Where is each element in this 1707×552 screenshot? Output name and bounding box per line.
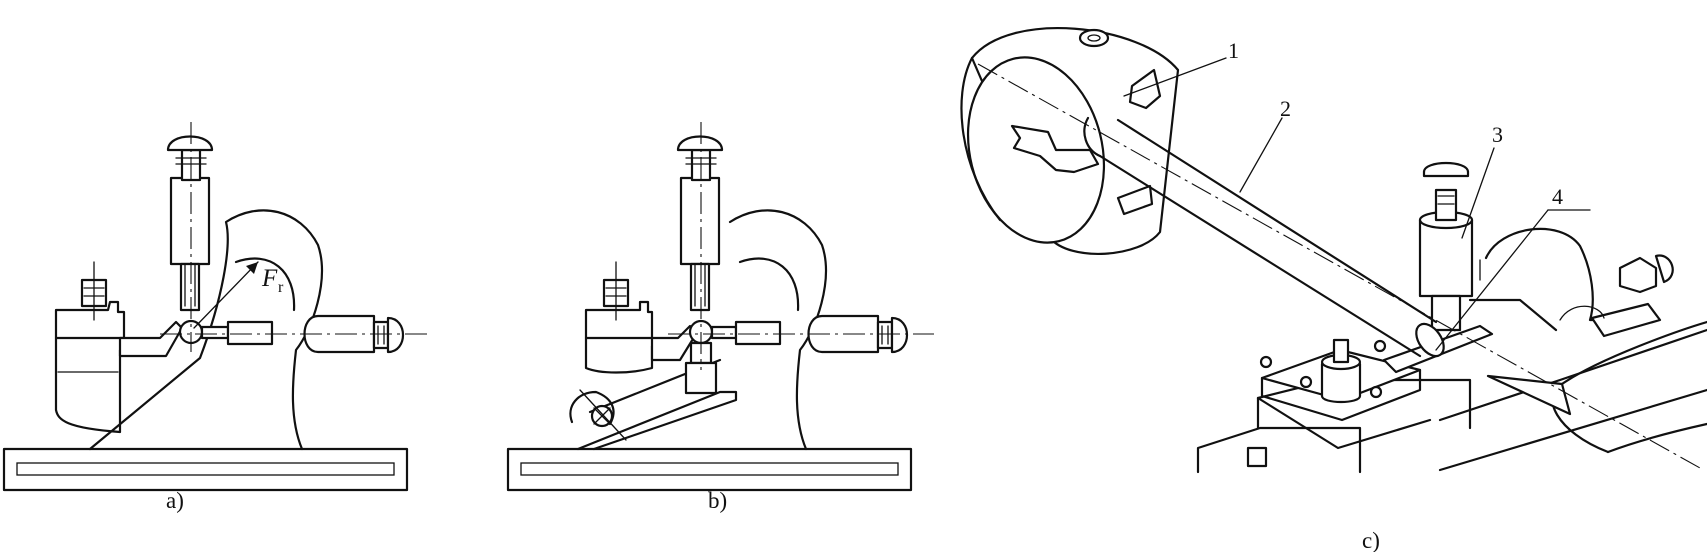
panel-b-vertical-column: [679, 176, 721, 266]
panel-b-incline-support: [576, 390, 738, 451]
panel-c-lock-lever: [1559, 305, 1605, 321]
panel-b-side-knob: [890, 316, 908, 354]
panel-a-side-knob: [386, 316, 404, 354]
panel-c-callout-4: 4: [1552, 184, 1563, 209]
panel-c-shaft-start: [1083, 116, 1102, 158]
panel-a-tool-holder-body: [54, 336, 122, 434]
panel-b-top-knob: [676, 135, 724, 152]
panel-c-callout-2: 2: [1280, 96, 1291, 121]
panel-a-vertical-column: [169, 176, 211, 266]
panel-c-carriage-base: [1196, 426, 1362, 474]
panel-b-base-plate: [506, 447, 913, 492]
panel-b-caption: b): [708, 488, 727, 513]
panel-c-shaft-bottom: [1098, 154, 1422, 358]
panel-c-tailstock-top: [1560, 320, 1707, 386]
panel-b-frame: [728, 209, 827, 451]
panel-c-slide-edge: [1256, 396, 1432, 450]
panel-a-tool-holder-top: [54, 300, 126, 340]
panel-a-side-screw: [372, 320, 390, 350]
panel-c-post-nut: [1320, 362, 1362, 404]
panel-c-screw-2: [1299, 375, 1313, 389]
panel-a: F r a): [2, 122, 430, 513]
panel-c-screw-4: [1373, 339, 1387, 353]
panel-b-tool-holder-body: [584, 336, 654, 374]
panel-c-tool-post-side: [1260, 368, 1422, 422]
panel-b-tool-holder-top: [584, 300, 654, 340]
panel-a-force-arrow: [193, 261, 259, 329]
panel-b-frame-inner: [738, 257, 800, 312]
panel-c-rest-frame: [1484, 227, 1642, 322]
panel-a-frame: [88, 209, 323, 451]
panel-c-bed-line-lower: [1438, 388, 1707, 472]
panel-a-force-arrowhead: [246, 262, 258, 274]
panel-c-chuck-rim: [960, 56, 1002, 222]
panel-c-post-stud: [1332, 338, 1350, 364]
panel-c-tail-center: [1486, 374, 1572, 416]
panel-b-vertical-spindle: [689, 262, 711, 312]
panel-a-contact-sleeve: [226, 320, 274, 346]
panel-c-caption: c): [1362, 528, 1380, 552]
panel-c-callout-1: 1: [1228, 38, 1239, 63]
panel-c-leader-1: [1123, 57, 1227, 97]
panel-c-screw-1: [1259, 355, 1273, 369]
panel-a-base-slot: [16, 462, 395, 476]
panel-a-base-plate: [2, 447, 409, 492]
panel-c-callout-3: 3: [1492, 122, 1503, 147]
panel-c-side-knob: [1618, 256, 1658, 294]
panel-c-leader-4: [1435, 209, 1549, 351]
panel-c-bed-line: [1438, 328, 1707, 422]
panel-c-jaw-upper: [1128, 68, 1162, 110]
panel-b: b): [506, 122, 934, 513]
panel-b-lower-support: [684, 361, 718, 395]
panel-c-leader-2: [1239, 117, 1283, 193]
panel-c-chuck-hole: [1078, 28, 1110, 48]
panel-c-rest-knob: [1422, 162, 1470, 178]
panel-c: 1 2 3 4 c): [960, 26, 1707, 552]
panel-a-frame-inner: [234, 257, 296, 312]
panel-a-cutting-tool: [118, 320, 184, 358]
panel-b-adjust-wheel: [569, 390, 615, 426]
panel-b-side-screw: [876, 320, 894, 350]
panel-a-force-label: F: [261, 265, 278, 292]
panel-b-base-slot: [520, 462, 899, 476]
panel-c-rest-foot: [1590, 302, 1662, 338]
panel-c-tailstock-bottom: [1606, 422, 1707, 454]
panel-c-rest-jaw: [1430, 294, 1462, 332]
panel-c-leader-3: [1461, 147, 1495, 239]
panel-a-top-knob: [166, 135, 214, 152]
panel-c-rest-frame-inner: [1468, 298, 1558, 332]
panel-c-side-knob-cap: [1654, 254, 1674, 284]
panel-b-contact-rod: [710, 325, 738, 340]
panel-c-shaft-top: [1116, 118, 1438, 324]
panel-a-contact-rod: [200, 325, 230, 340]
panel-c-jaw-lower: [1116, 184, 1154, 216]
panel-c-bolt-front: [1246, 446, 1268, 468]
panel-c-screw-3: [1369, 385, 1383, 399]
panel-a-caption: a): [166, 488, 184, 513]
panel-c-centerline: [977, 63, 1701, 469]
panel-c-rest-screw: [1434, 188, 1458, 222]
panel-c-jaw-left: [1010, 124, 1100, 174]
panel-a-force-subscript: r: [278, 279, 284, 296]
panel-a-vertical-spindle: [179, 262, 201, 312]
panel-b-contact-sleeve: [734, 320, 782, 346]
